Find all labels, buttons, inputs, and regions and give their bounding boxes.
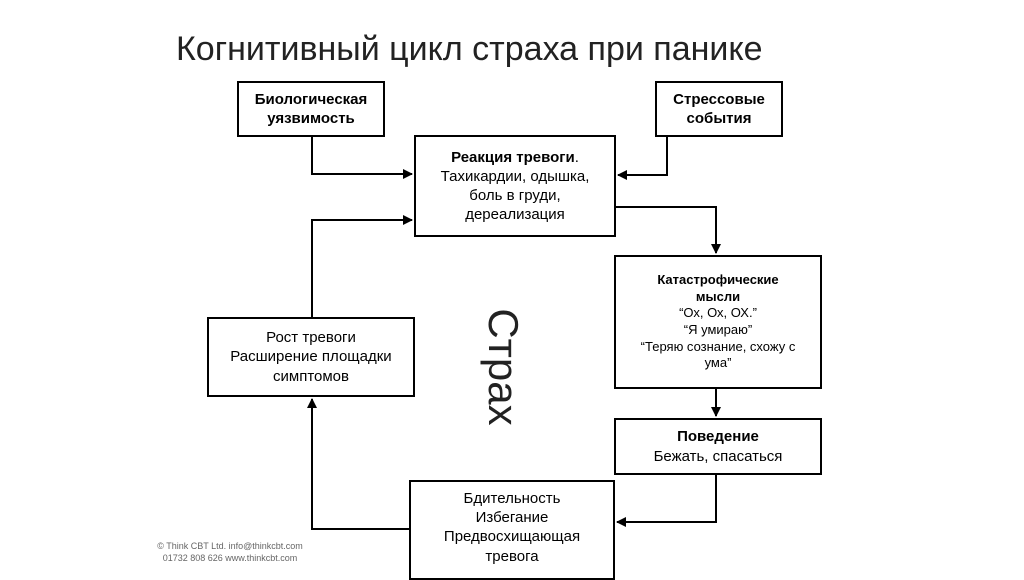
- box-heading: Катастрофические: [657, 272, 779, 288]
- arrow-vigilance-to-rise: [307, 398, 409, 530]
- box-alarm-reaction: Реакция тревоги. Тахикардии, одышка, бол…: [414, 135, 616, 237]
- box-heading: Реакция тревоги.: [451, 148, 579, 167]
- box-text: Стрессовые: [673, 90, 765, 108]
- box-text: Бежать, спасаться: [653, 447, 783, 465]
- box-text: Тахикардии, одышка,: [440, 167, 590, 185]
- box-text: события: [686, 110, 752, 127]
- box-text: “Ох, Ох, ОХ.”: [679, 305, 757, 321]
- box-vigilance: Бдительность Избегание Предвосхищающая т…: [409, 480, 615, 580]
- arrow-alarm-to-catastrophic: [616, 206, 721, 254]
- arrow-stress-to-alarm: [617, 137, 668, 180]
- box-text: Бдительность: [463, 490, 561, 507]
- box-anxiety-rise: Рост тревоги Расширение площадки симптом…: [207, 317, 415, 397]
- box-text: ума”: [704, 355, 732, 371]
- center-label-fear: Страх: [480, 308, 527, 426]
- footer-copyright: © Think CBT Ltd. info@thinkcbt.com 01732…: [140, 541, 320, 564]
- box-text: “Теряю сознание, схожу с: [640, 338, 796, 354]
- arrow-behavior-to-vigilance: [616, 475, 717, 527]
- box-heading: мысли: [695, 288, 741, 304]
- box-text: Избегание: [475, 509, 549, 527]
- box-heading: Поведение: [677, 428, 759, 446]
- box-behavior: Поведение Бежать, спасаться: [614, 418, 822, 475]
- box-text: уязвимость: [267, 110, 355, 127]
- page-title: Когнитивный цикл страха при панике: [176, 30, 763, 68]
- box-text: дереализация: [465, 206, 565, 224]
- box-heading-text: Реакция тревоги: [451, 148, 575, 166]
- box-text: Рост тревоги: [266, 329, 356, 347]
- box-stress-events: Стрессовые события: [655, 81, 783, 137]
- box-catastrophic-thoughts: Катастрофические мысли “Ох, Ох, ОХ.” “Я …: [614, 255, 822, 389]
- box-text: боль в груди,: [469, 187, 561, 204]
- footer-line: © Think CBT Ltd. info@thinkcbt.com: [157, 541, 303, 551]
- box-heading-dot: .: [574, 148, 579, 166]
- box-text: тревога: [485, 547, 539, 565]
- box-text: Расширение площадки: [230, 348, 392, 366]
- arrow-rise-to-alarm: [311, 215, 413, 317]
- footer-line: 01732 808 626 www.thinkcbt.com: [162, 552, 298, 563]
- box-text: симптомов: [273, 367, 349, 385]
- box-text: Биологическая: [254, 90, 368, 108]
- box-biological-vulnerability: Биологическая уязвимость: [237, 81, 385, 137]
- box-text: Предвосхищающая: [443, 528, 581, 546]
- box-text: “Я умираю”: [683, 322, 753, 337]
- arrow-biological-to-alarm: [311, 137, 413, 179]
